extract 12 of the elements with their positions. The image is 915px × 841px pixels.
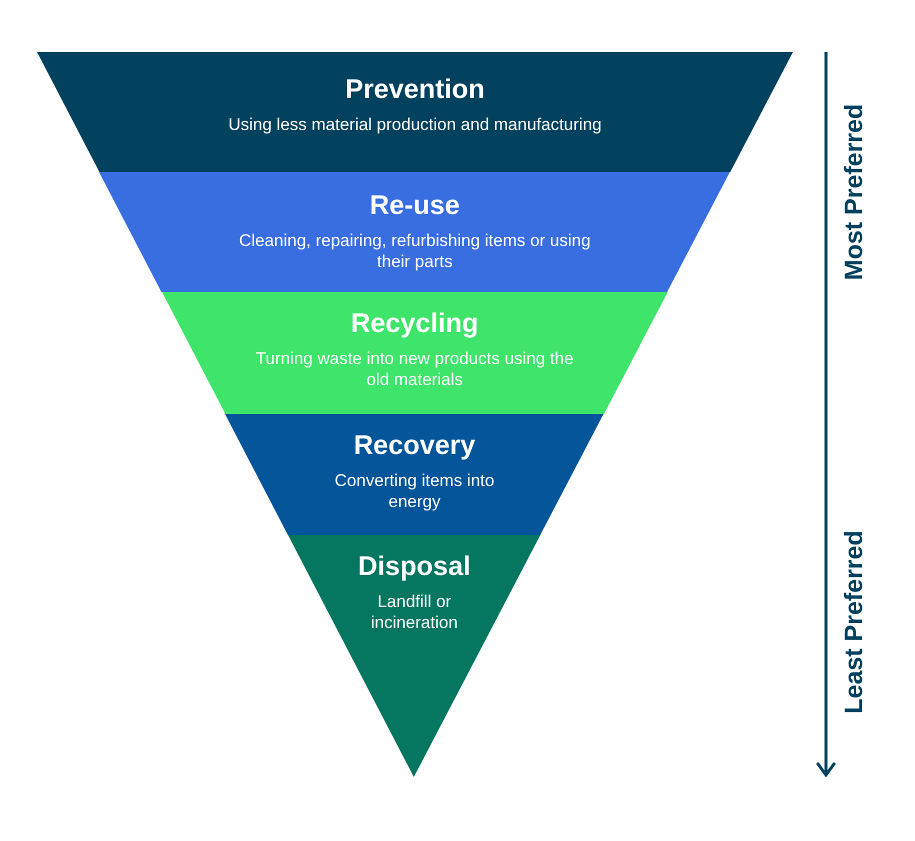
band-title: Disposal [358, 550, 471, 583]
band-description: Converting items into energy [334, 470, 496, 512]
band-description: Landfill or incineration [370, 591, 459, 633]
band-title: Re-use [370, 189, 460, 222]
band-title: Recycling [350, 307, 478, 340]
band-title: Prevention [345, 73, 485, 106]
preference-label: Most Preferred [839, 104, 870, 280]
band-description: Cleaning, repairing, refurbishing items or using their parts [238, 230, 592, 272]
preference-label: Least Preferred [839, 530, 870, 714]
band-description: Turning waste into new products using the old materials [254, 348, 575, 390]
band-description: Using less material production and manufacturing [227, 114, 603, 135]
band-title: Recovery [354, 429, 476, 462]
